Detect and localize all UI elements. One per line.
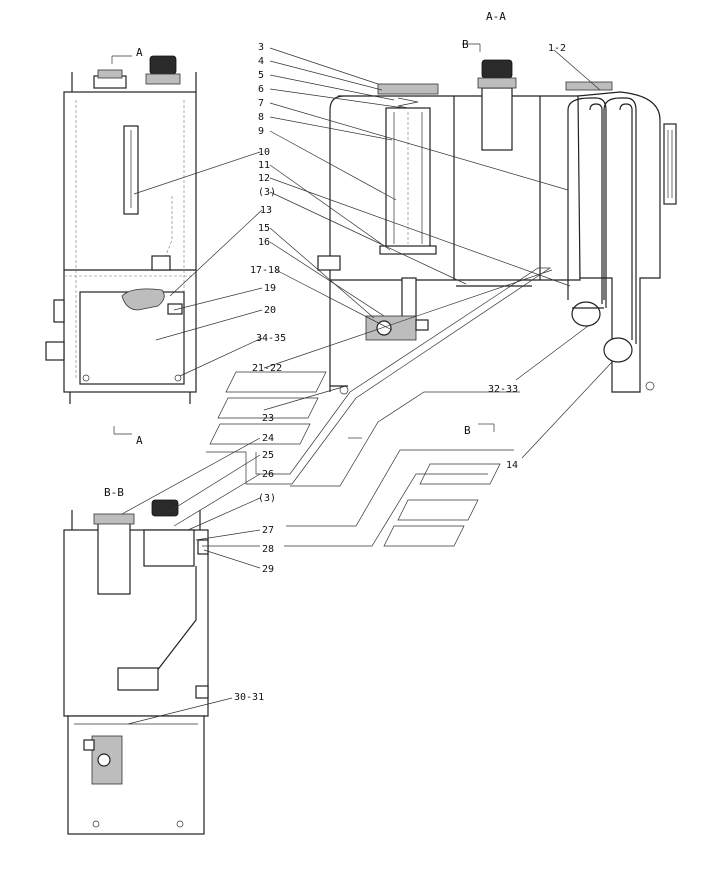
section-a-a-view: A-A [317,10,677,395]
cut-b-top-label: B [462,38,469,51]
section-a-a-sight-glass [663,123,677,205]
leader-lines [121,47,613,725]
callout-6: 6 [258,84,264,95]
callout-labels: 3 4 5 6 7 8 9 10 11 12 (3) 13 15 16 17-1… [234,42,566,703]
section-b-b-filler-tube [97,521,131,595]
cut-a-top-label: A [136,46,143,59]
section-b-b-lower-cover [67,715,205,835]
cut-a-bottom-label: A [136,434,143,447]
part-outline-long-1 [206,267,552,485]
cooler-pipe-outlet-1 [571,301,601,327]
callout-17-18: 17-18 [250,265,280,276]
section-b-b-title: B-B [104,486,124,499]
callout-34-35: 34-35 [256,333,286,344]
callout-32-33: 32-33 [488,384,518,395]
section-a-a-title: A-A [486,10,506,23]
parts-outline-group: B [206,267,552,547]
callout-4: 4 [258,56,264,67]
part-outline-long-2 [290,391,520,487]
callout-24: 24 [262,433,274,444]
callout-29: 29 [262,564,274,575]
callout-19: 19 [264,283,276,294]
front-view-breather-cap [149,55,177,75]
callout-20: 20 [264,305,276,316]
part-outline-6 [383,525,465,547]
cut-b-mid-label: B [464,424,471,437]
callout-1-2: 1-2 [548,43,566,54]
part-outline-3 [209,423,311,445]
callout-21-22: 21-22 [252,363,282,374]
callout-8: 8 [258,112,264,123]
callout-14: 14 [506,460,518,471]
callout-25: 25 [262,450,274,461]
part-outline-long-3 [286,449,514,527]
cooler-pipe-2 [603,97,637,344]
callout-9: 9 [258,126,264,137]
callout-27: 27 [262,525,274,536]
section-a-a-breather-cap [481,59,513,79]
callout-16: 16 [258,237,270,248]
part-outline-4 [419,463,501,485]
callout-23: 23 [262,413,274,424]
callout-30-31: 30-31 [234,692,264,703]
callout-26: 26 [262,469,274,480]
callout-15: 15 [258,223,270,234]
section-a-a-filler-tube [481,87,513,151]
section-a-a-cooler-housing [577,91,661,393]
section-b-b-cooler-box [143,529,195,567]
callout-28: 28 [262,544,274,555]
cooler-pipe-1 [567,97,607,308]
part-outline-1 [225,371,327,393]
callout-3-ref-b: (3) [258,493,276,504]
section-a-a-top-flange [377,83,439,95]
cooler-pipe-outlet-2 [603,337,633,363]
callout-12: 12 [258,173,270,184]
section-b-b-view: B-B [63,486,209,835]
callout-3: 3 [258,42,264,53]
callout-11: 11 [258,160,270,171]
front-view: A A [45,46,197,447]
section-b-b-breather-cap [151,499,179,517]
callout-5: 5 [258,70,264,81]
part-outline-long-4 [284,473,488,547]
part-outline-2 [217,397,319,419]
part-outline-5 [397,499,479,521]
callout-3-ref: (3) [258,187,276,198]
cooler-mounting-bracket [565,81,613,91]
callout-10: 10 [258,147,270,158]
callout-13: 13 [260,205,272,216]
callout-7: 7 [258,98,264,109]
front-view-return-filter [121,288,165,311]
section-a-a-tank-shell [329,95,581,281]
